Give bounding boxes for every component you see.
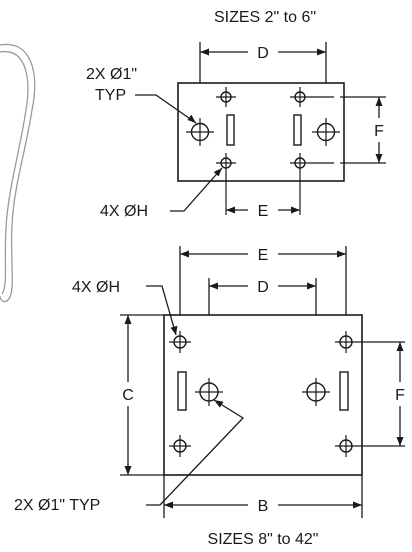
- small-plate-label-e: E: [258, 203, 269, 220]
- large-plate-label-d: D: [257, 279, 269, 296]
- large-plate-hole-h: [169, 435, 191, 457]
- small-plate-callout-1in: 2X Ø1" TYP: [86, 66, 197, 124]
- large-plate-label-b: B: [258, 498, 269, 515]
- small-plate-label-f: F: [374, 123, 384, 140]
- small-plate-hole-h: [216, 153, 236, 215]
- sling-outline: [0, 43, 36, 303]
- large-plate-slot-left: [177, 371, 187, 411]
- small-plate-callout-1in-line2: TYP: [95, 87, 126, 104]
- small-plate-view: SIZES 2" to 6" D: [86, 9, 386, 220]
- small-plate-hole-h: [216, 87, 236, 107]
- small-plate-label-d: D: [257, 45, 269, 62]
- large-plate-dimension-b: B: [163, 475, 363, 518]
- small-plate-callout-1in-line1: 2X Ø1": [86, 66, 137, 83]
- small-plate-hole-h: [290, 153, 334, 215]
- small-plate-slot-right: [293, 114, 302, 146]
- large-plate-hole-1in: [195, 378, 223, 406]
- small-plate-dimension-e: E: [226, 203, 300, 220]
- small-plate-hole-1in: [312, 118, 340, 146]
- small-plate-hole-h: [290, 87, 334, 107]
- large-plate-hole-1in: [302, 378, 330, 406]
- large-plate-callout-1in-text: 2X Ø1" TYP: [14, 497, 100, 514]
- small-plate-dimension-f: F: [340, 96, 386, 164]
- large-plate-dimension-c: C: [120, 314, 164, 476]
- large-plate-callout-h: 4X ØH: [72, 279, 178, 336]
- large-plate-label-f: F: [395, 387, 405, 404]
- large-plate-callout-h-text: 4X ØH: [72, 279, 120, 296]
- large-plate-body: [163, 314, 363, 476]
- large-plate-caption: SIZES 8" to 42": [208, 531, 319, 548]
- small-plate-slot-left: [226, 114, 235, 146]
- large-plate-label-e: E: [258, 247, 269, 264]
- large-plate-dimension-f: F: [395, 342, 405, 446]
- large-plate-hole-h: [335, 435, 405, 457]
- large-plate-hole-h: [169, 331, 191, 353]
- large-plate-hole-h: [335, 331, 405, 353]
- small-plate-caption: SIZES 2" to 6": [214, 9, 316, 26]
- large-plate-slot-right: [339, 371, 349, 411]
- large-plate-view: E D: [14, 246, 405, 548]
- small-plate-callout-h: 4X ØH: [100, 167, 223, 220]
- large-plate-label-c: C: [122, 387, 134, 404]
- small-plate-callout-h-text: 4X ØH: [100, 203, 148, 220]
- large-plate-callout-1in: 2X Ø1" TYP: [14, 399, 245, 514]
- small-plate-hole-1in: [186, 118, 214, 146]
